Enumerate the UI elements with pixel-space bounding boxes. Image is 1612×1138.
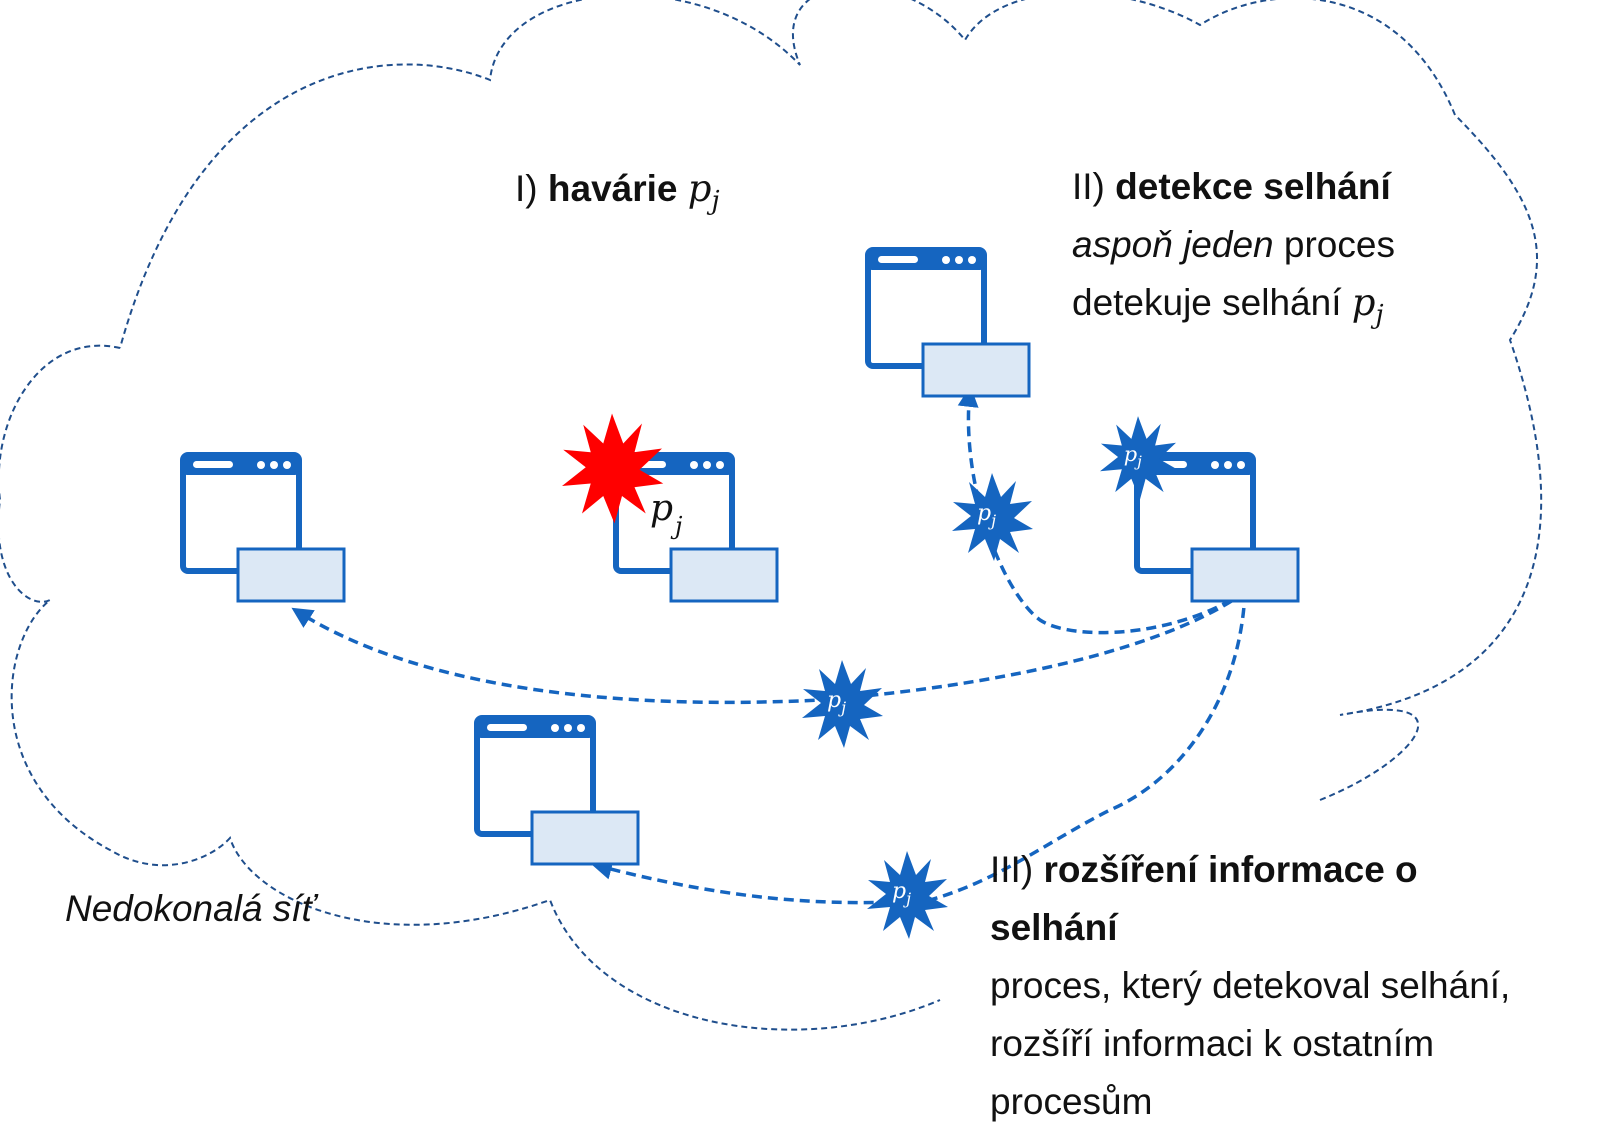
cloud-outline (0, 0, 1543, 1031)
step2-line2: aspoň jeden proces (1072, 224, 1395, 265)
message-arrows (291, 385, 1247, 905)
message-burst-icon: pj (867, 851, 948, 939)
arrow-to-detector (957, 385, 1246, 635)
svg-text:pj: pj (1124, 442, 1142, 471)
process-window-icon (477, 718, 638, 864)
step3-title: III) rozšíření informace o (990, 849, 1418, 890)
message-burst-icon: pj (952, 473, 1033, 561)
step3-title-line2: selhání (990, 907, 1118, 948)
svg-text:pj: pj (977, 501, 996, 530)
step1-label: I) havárie pj (515, 167, 720, 216)
step3-line4: rozšíří informaci k ostatním (990, 1023, 1435, 1064)
step3-line3: proces, který detekoval selhání, (990, 965, 1511, 1006)
informing-process-window-icon (1137, 455, 1298, 601)
svg-text:pj: pj (892, 879, 911, 908)
message-burst-icon: pj (802, 660, 883, 748)
step3-line5: procesům (990, 1081, 1153, 1122)
step2-label: II) detekce selhání aspoň jeden proces d… (1072, 158, 1395, 344)
message-burst-icon: pj (1100, 416, 1177, 500)
arrow-to-left-process (291, 590, 1247, 705)
step2-line3: detekuje selhání pj (1072, 281, 1384, 330)
svg-text:pj: pj (827, 688, 846, 717)
detector-process-window-icon (868, 250, 1029, 396)
process-window-icon (183, 455, 344, 601)
step3-label: III) rozšíření informace o selhání proce… (990, 841, 1510, 1131)
step2-title: II) detekce selhání (1072, 166, 1391, 207)
arrow-to-bottom-process (590, 591, 1247, 905)
network-label: Nedokonalá síť (65, 888, 315, 929)
